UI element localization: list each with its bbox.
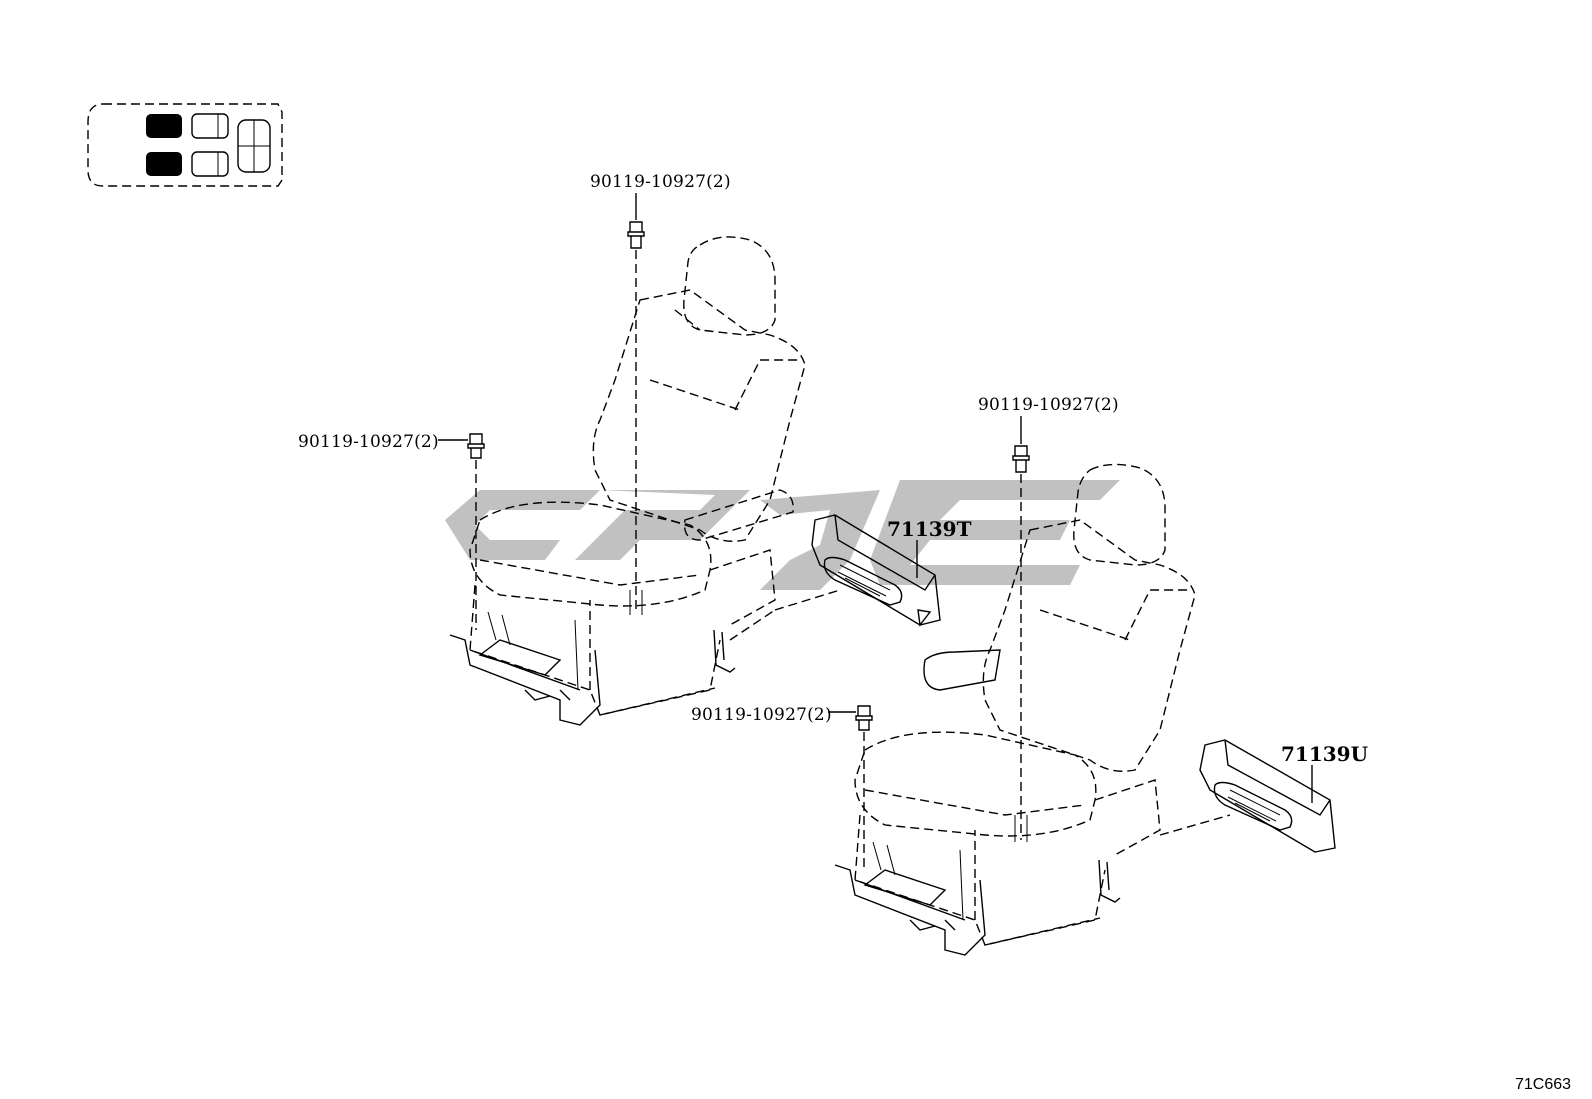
seat-side-cover-left bbox=[811, 514, 941, 627]
part-number-71139U: 71139U bbox=[1281, 742, 1368, 766]
bolt-side-left-seat bbox=[438, 433, 485, 630]
seat-rear-right bbox=[191, 151, 229, 177]
callout-bolt-side-left: 90119-10927(2) bbox=[298, 432, 439, 452]
seat-front-right bbox=[191, 113, 229, 139]
seat-left bbox=[449, 236, 841, 726]
seat-right bbox=[834, 463, 1231, 956]
vehicle-locator-icon bbox=[87, 103, 283, 187]
seat-side-cover-right bbox=[1199, 739, 1336, 853]
watermark-logo bbox=[445, 480, 1120, 590]
figure-code: 71C663 bbox=[1515, 1076, 1571, 1093]
bolt-side-right-seat bbox=[828, 705, 873, 870]
bolt-top-right-seat bbox=[1012, 416, 1030, 842]
seat-front-left-highlighted bbox=[146, 114, 182, 138]
callout-bolt-side-right: 90119-10927(2) bbox=[691, 705, 832, 725]
seat-rear-left-highlighted bbox=[146, 152, 182, 176]
bolt-top-left-seat bbox=[627, 193, 645, 615]
part-number-71139T: 71139T bbox=[887, 517, 972, 541]
callout-bolt-top-left: 90119-10927(2) bbox=[590, 172, 731, 192]
callout-bolt-top-right: 90119-10927(2) bbox=[978, 395, 1119, 415]
